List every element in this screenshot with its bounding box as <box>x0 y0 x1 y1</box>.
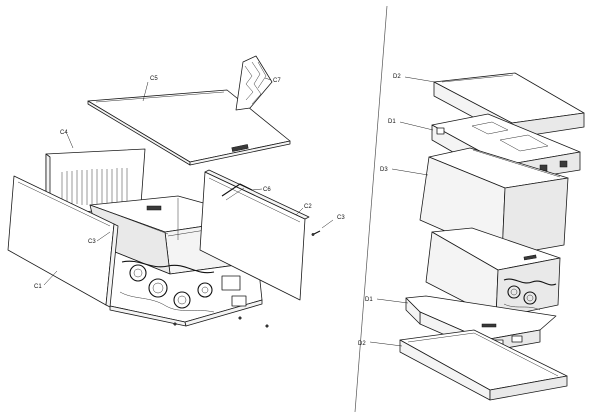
leader-lines-right <box>369 76 436 347</box>
label-d1-top: D1 <box>388 119 396 125</box>
side-panel-c2 <box>199 169 310 301</box>
base-frame-pipework <box>99 245 278 328</box>
exploded-heater-assembly-icon: C5 C7 C4 C6 C2 C3 C3 C1 <box>7 55 345 328</box>
label-c3-left: C3 <box>88 239 96 245</box>
view-divider-line <box>354 5 388 413</box>
bottom-tray-d2 <box>399 329 568 401</box>
label-c3-right: C3 <box>337 215 345 221</box>
bracket-c7 <box>235 55 273 111</box>
front-panel-c1 <box>7 175 119 308</box>
screw-c3-right <box>311 230 321 236</box>
label-d1-bottom: D1 <box>365 297 373 303</box>
label-d2-bottom: D2 <box>358 341 366 347</box>
label-c6: C6 <box>263 187 271 193</box>
label-c5: C5 <box>150 76 158 82</box>
label-c2: C2 <box>304 204 312 210</box>
carton-box-d3 <box>419 147 569 257</box>
packed-unit <box>425 227 561 319</box>
label-c4: C4 <box>60 130 68 136</box>
label-c7: C7 <box>273 78 281 84</box>
label-d2-top: D2 <box>393 74 401 80</box>
label-d3: D3 <box>380 167 388 173</box>
leader-lines-left <box>43 77 334 286</box>
label-c1: C1 <box>34 284 42 290</box>
packaging-stack-icon: D2 D1 D3 D1 D2 <box>358 72 585 401</box>
bracket-c6 <box>221 183 253 201</box>
